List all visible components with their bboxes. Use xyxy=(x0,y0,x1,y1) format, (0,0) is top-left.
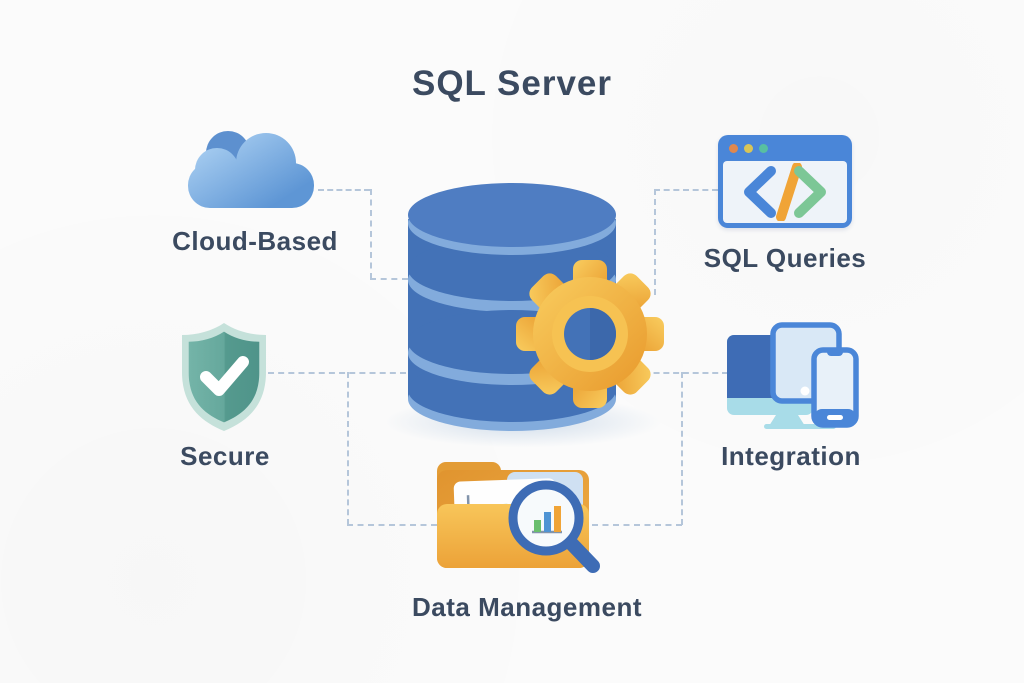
cloud-icon xyxy=(188,131,314,208)
cloud-label: Cloud-Based xyxy=(172,226,338,256)
secure-label: Secure xyxy=(180,441,270,471)
magnifier-icon xyxy=(508,480,600,573)
gear-icon xyxy=(516,260,664,408)
connector-datamgmt-left-h xyxy=(347,524,437,526)
connector-secure-h xyxy=(268,372,406,374)
window-dot-orange-icon xyxy=(729,144,738,153)
connector-cloud-h1 xyxy=(318,189,370,191)
window-dot-teal-icon xyxy=(759,144,768,153)
connector-queries-v xyxy=(654,189,656,295)
connector-datamgmt-right-h xyxy=(592,524,682,526)
folder-chart-magnifier-icon xyxy=(437,462,600,573)
connector-datamgmt-left-v xyxy=(347,372,349,525)
sql-queries-label: SQL Queries xyxy=(703,243,867,273)
connector-datamgmt-right-v xyxy=(681,372,683,525)
connector-queries-h xyxy=(654,189,718,191)
code-window-icon xyxy=(718,135,852,228)
page-title: SQL Server xyxy=(411,64,613,103)
connector-cloud-h2 xyxy=(370,278,408,280)
connector-cloud-v xyxy=(370,189,372,279)
window-dot-yellow-icon xyxy=(744,144,753,153)
shield-check-icon xyxy=(182,323,266,431)
devices-icon xyxy=(727,322,859,429)
data-management-label: Data Management xyxy=(412,592,642,622)
integration-label: Integration xyxy=(721,441,861,471)
code-brackets-icon xyxy=(744,163,826,221)
code-window-titlebar xyxy=(718,135,852,161)
